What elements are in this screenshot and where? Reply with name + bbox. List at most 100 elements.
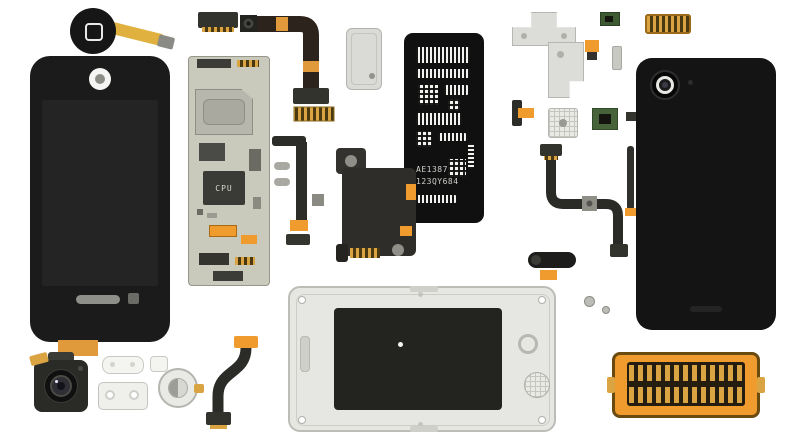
battery-barcode bbox=[444, 85, 468, 95]
logic-board: CPU bbox=[188, 56, 270, 286]
screw bbox=[602, 306, 610, 314]
sim-card-cage bbox=[195, 89, 253, 135]
speaker-body bbox=[342, 168, 416, 256]
connector-pins bbox=[544, 156, 558, 160]
speaker-assembly bbox=[336, 148, 420, 270]
flex-pad bbox=[518, 108, 534, 118]
rear-camera-window bbox=[650, 70, 680, 100]
battery-barcode bbox=[416, 69, 470, 78]
mesh-plate-hole bbox=[559, 119, 567, 127]
camera-lens bbox=[662, 82, 668, 88]
board-dark-connector bbox=[199, 253, 229, 265]
flex-pad bbox=[276, 17, 288, 31]
battery-qr-code bbox=[448, 99, 460, 111]
camera-gold-tab bbox=[29, 351, 49, 367]
display-screen bbox=[42, 100, 158, 286]
battery-qr-code bbox=[448, 159, 466, 177]
sim-tray-outline bbox=[351, 33, 377, 85]
white-bracket bbox=[98, 382, 148, 410]
connector-pin-row bbox=[629, 387, 743, 403]
board-to-board-connector bbox=[607, 352, 765, 418]
component-dot bbox=[586, 200, 593, 207]
flex-end-connector bbox=[286, 234, 310, 245]
screw-hole bbox=[418, 422, 423, 427]
flex-connector bbox=[198, 12, 238, 28]
headphone-jack-opening bbox=[531, 255, 541, 265]
screw-hole bbox=[538, 296, 546, 304]
antenna-strip bbox=[627, 146, 634, 210]
speaker-contact bbox=[406, 184, 416, 200]
mini-pcb bbox=[592, 108, 618, 130]
orange-part-base bbox=[587, 52, 597, 60]
connector-pin-row bbox=[629, 365, 743, 381]
board-top-connector bbox=[197, 59, 231, 68]
speaker-grommet bbox=[392, 244, 404, 256]
flex-ribbon bbox=[212, 347, 252, 414]
flex-ribbon bbox=[512, 100, 522, 126]
small-orange-part bbox=[585, 40, 599, 60]
battery-barcode bbox=[438, 133, 466, 141]
speaker-notch bbox=[336, 244, 348, 262]
frame-opening bbox=[334, 308, 502, 410]
flex-pad bbox=[303, 61, 319, 72]
battery-qr-code bbox=[416, 131, 432, 147]
speaker-hole bbox=[345, 155, 357, 167]
board-capacitor bbox=[207, 213, 217, 218]
camera-lens-outer bbox=[44, 369, 78, 403]
board-bottom-connector bbox=[213, 271, 243, 281]
motor-inner bbox=[168, 378, 188, 398]
frame-side-slot bbox=[300, 336, 310, 372]
metal-bracket bbox=[512, 12, 576, 46]
frame-ring-cutout bbox=[518, 334, 538, 354]
home-button bbox=[70, 8, 116, 54]
flex-end-connector bbox=[206, 412, 231, 425]
back-cover bbox=[636, 58, 776, 330]
board-gold-pads bbox=[235, 257, 255, 265]
lens-highlight bbox=[55, 380, 58, 383]
micro-connector bbox=[626, 112, 638, 121]
connector-side-tab bbox=[607, 377, 615, 393]
bracket-hole bbox=[557, 51, 564, 58]
white-bracket bbox=[102, 356, 144, 374]
frame-top-notch bbox=[410, 286, 438, 292]
connector-pins bbox=[210, 425, 227, 429]
battery-barcode bbox=[416, 113, 462, 125]
bottom-flex-cable bbox=[206, 336, 258, 429]
battery-serial-2: 123QY684 bbox=[416, 177, 459, 186]
board-chip bbox=[249, 149, 261, 171]
zebra-connector bbox=[293, 106, 335, 122]
headphone-jack-barrel bbox=[528, 252, 576, 268]
flex-end-connector bbox=[293, 88, 329, 104]
bracket-hole bbox=[130, 362, 135, 367]
board-gold-comb bbox=[237, 60, 259, 67]
screw-hole bbox=[418, 292, 423, 297]
screw-hole bbox=[298, 416, 306, 424]
motor-weight bbox=[169, 379, 187, 397]
mid-frame bbox=[288, 286, 556, 432]
sim-cage-slot bbox=[203, 99, 245, 125]
mesh-plate bbox=[548, 108, 578, 138]
battery: AE1387 123QY684 bbox=[404, 33, 484, 223]
camera-lens-mid bbox=[50, 375, 72, 397]
board-chip bbox=[199, 143, 225, 161]
camera-lens-pupil bbox=[57, 382, 65, 390]
screw-hole bbox=[538, 416, 546, 424]
earpiece-inner bbox=[95, 74, 105, 84]
battery-barcode bbox=[416, 47, 470, 63]
bracket-hole bbox=[105, 390, 115, 400]
flex-connector bbox=[540, 144, 562, 156]
board-capacitor bbox=[253, 197, 261, 209]
flex-end-connector bbox=[610, 244, 628, 257]
home-button-flex-tip bbox=[156, 34, 176, 50]
volume-button bbox=[274, 178, 290, 186]
battery-barcode bbox=[468, 143, 474, 169]
cpu-chip: CPU bbox=[203, 171, 245, 205]
mic-hole bbox=[688, 80, 693, 85]
vibration-motor bbox=[158, 368, 204, 408]
cpu-label: CPU bbox=[215, 183, 233, 193]
front-camera-pupil bbox=[246, 21, 251, 26]
home-button-square-icon bbox=[85, 23, 103, 41]
sim-tray bbox=[346, 28, 382, 90]
volume-button bbox=[274, 162, 290, 170]
bracket-hole bbox=[129, 390, 139, 400]
